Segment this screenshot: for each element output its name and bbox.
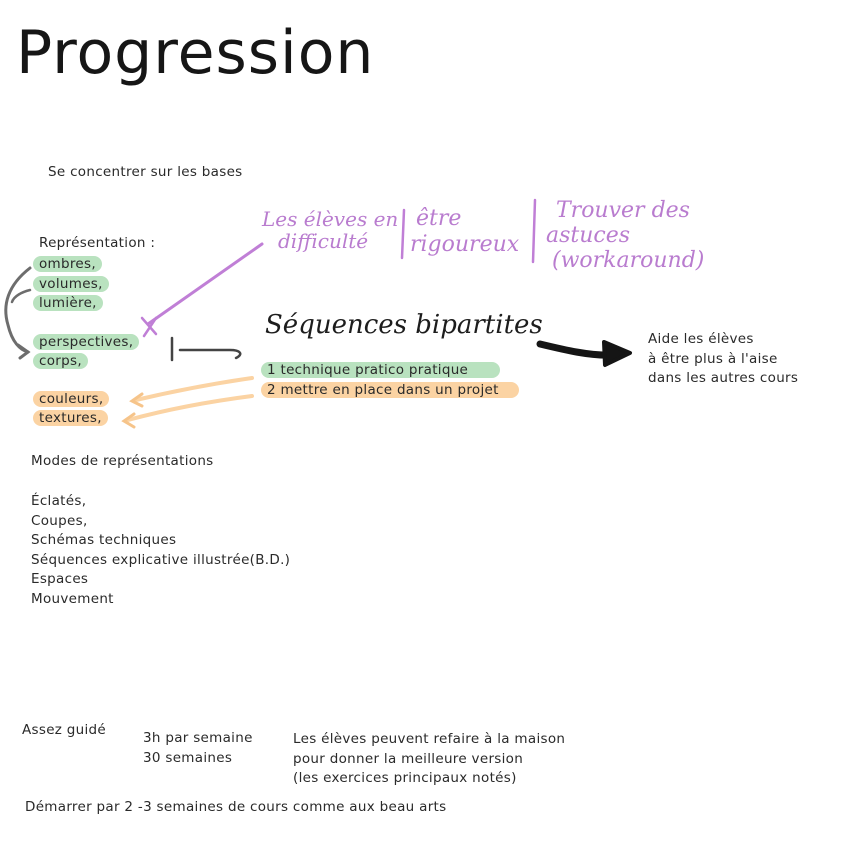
homework-note: Les élèves peuvent refaire à la maison p… [293, 730, 565, 789]
gray-bracket-tick [10, 288, 32, 304]
schedule-weeks: 30 semaines [143, 749, 233, 766]
gray-arrowhead [16, 343, 31, 360]
list-item: couleurs, [33, 390, 139, 410]
aide-line-2: à être plus à l'aise [648, 350, 778, 367]
item-textures: textures, [33, 410, 108, 426]
representation-heading: Représentation : [39, 235, 156, 251]
modes-list: Éclatés, Coupes, Schémas techniques Séqu… [31, 492, 290, 609]
purple-separator-2 [531, 198, 537, 264]
list-item: Séquences explicative illustrée(B.D.) [31, 551, 291, 568]
gray-bracket-arrow [4, 266, 32, 354]
handwritten-rigorous: être rigoureux [410, 206, 519, 258]
orange-arrow-1 [134, 376, 254, 402]
item-lumiere: lumière, [33, 295, 103, 311]
schedule: 3h par semaine 30 semaines [143, 729, 253, 768]
note-line-1: Les élèves peuvent refaire à la maison [293, 731, 566, 747]
black-arrow-shaft [536, 340, 616, 359]
purple-separator-1 [400, 208, 406, 260]
subtitle: Se concentrer sur les bases [48, 164, 243, 180]
aide-text: Aide les élèves à être plus à l'aise dan… [648, 330, 798, 389]
list-item: corps, [33, 352, 139, 372]
item-perspectives: perspectives, [33, 333, 140, 350]
modes-heading: Modes de représentations [31, 453, 214, 469]
tricks-line-1: Trouver des [556, 198, 690, 223]
list-item: Éclatés, [31, 493, 87, 509]
sequence-item-1: 1 technique pratico pratique [261, 362, 501, 378]
start-note: Démarrer par 2 -3 semaines de cours comm… [25, 799, 447, 815]
aide-line-3: dans les autres cours [648, 370, 799, 386]
rigorous-line-1: être [416, 206, 462, 231]
purple-connector-line [146, 242, 264, 326]
list-item: textures, [33, 409, 139, 429]
item-couleurs: couleurs, [33, 390, 110, 407]
sequence-item-2-text: 2 mettre en place dans un projet [261, 382, 519, 398]
tricks-line-2: astuces [546, 223, 631, 248]
list-item: ombres, [33, 255, 139, 275]
black-arrowhead [602, 340, 632, 367]
difficulty-line-1: Les élèves en [262, 207, 399, 231]
item-ombres: ombres, [33, 256, 102, 272]
tricks-line-3: (workaround) [552, 248, 705, 273]
handwritten-tricks: Trouver des astuces (workaround) [546, 198, 704, 273]
orange-arrow-2-head [121, 412, 136, 429]
representation-list: ombres, volumes, lumière, perspectives, … [33, 255, 140, 429]
orange-arrow-1-head [129, 392, 144, 408]
note-line-2: pour donner la meilleure version [293, 750, 524, 767]
list-item: Mouvement [31, 590, 114, 607]
handwritten-sequences: Séquences bipartites [265, 310, 543, 340]
list-item: lumière, [33, 294, 139, 314]
rigorous-line-2: rigoureux [410, 232, 520, 257]
schedule-hours: 3h par semaine [143, 730, 253, 746]
list-item: Espaces [31, 571, 89, 587]
aide-line-1: Aide les élèves [648, 331, 754, 347]
handwritten-difficulty: Les élèves en difficulté [262, 208, 398, 252]
list-item: Coupes, [31, 512, 88, 529]
page-title: Progression [16, 18, 375, 88]
difficulty-line-2: difficulté [278, 229, 369, 253]
orange-arrow-2 [126, 394, 254, 422]
dark-connector [170, 336, 242, 362]
list-item: perspectives, [33, 333, 140, 353]
guided-label: Assez guidé [22, 722, 107, 738]
item-volumes: volumes, [33, 275, 109, 292]
purple-x-mark [140, 316, 158, 338]
list-item: volumes, [33, 275, 139, 295]
list-item: Schémas techniques [31, 532, 177, 548]
sequence-item-2: 2 mettre en place dans un projet [261, 382, 519, 398]
sequence-item-1-text: 1 technique pratico pratique [261, 362, 501, 378]
note-line-3: (les exercices principaux notés) [293, 770, 517, 786]
item-corps: corps, [33, 353, 88, 369]
